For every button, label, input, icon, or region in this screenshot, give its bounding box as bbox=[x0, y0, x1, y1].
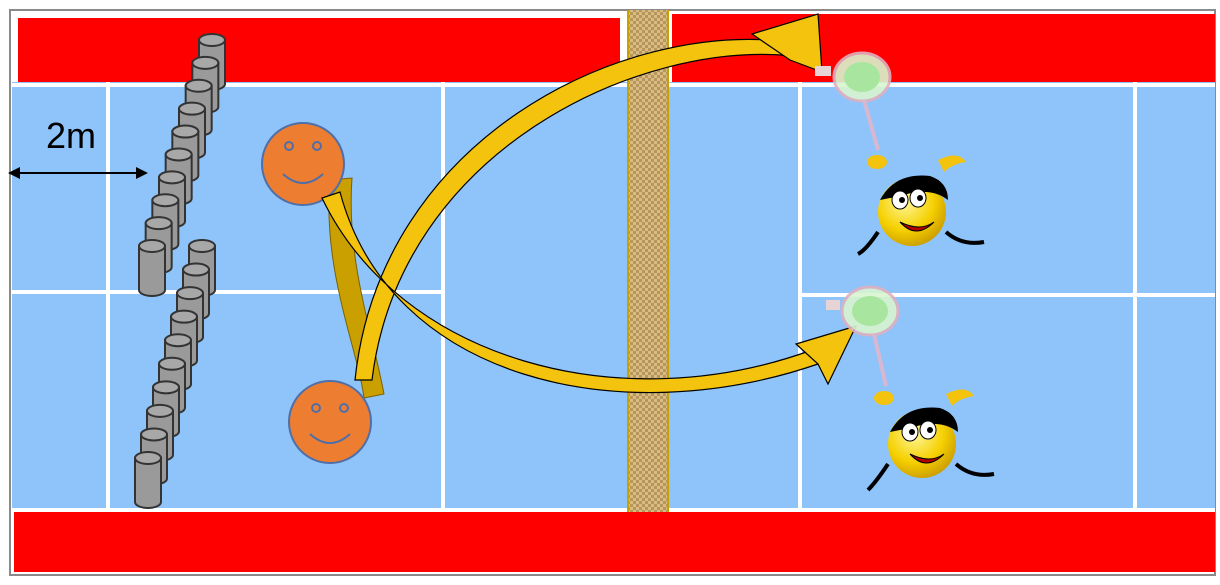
net bbox=[628, 10, 668, 512]
cone-19 bbox=[134, 451, 162, 509]
receiver-top bbox=[815, 51, 985, 256]
receiver-bottom bbox=[826, 285, 995, 492]
bottom-out-zone bbox=[14, 512, 1215, 572]
player-bottom-left bbox=[288, 380, 372, 464]
player-top-left bbox=[261, 122, 345, 206]
top-out-zone-left bbox=[18, 18, 620, 82]
serve-arrow-bottom bbox=[321, 191, 858, 394]
distance-label: 2m bbox=[46, 115, 97, 156]
distance-arrow bbox=[8, 167, 148, 179]
cone-barrier bbox=[134, 33, 226, 509]
cone-9 bbox=[138, 239, 166, 297]
